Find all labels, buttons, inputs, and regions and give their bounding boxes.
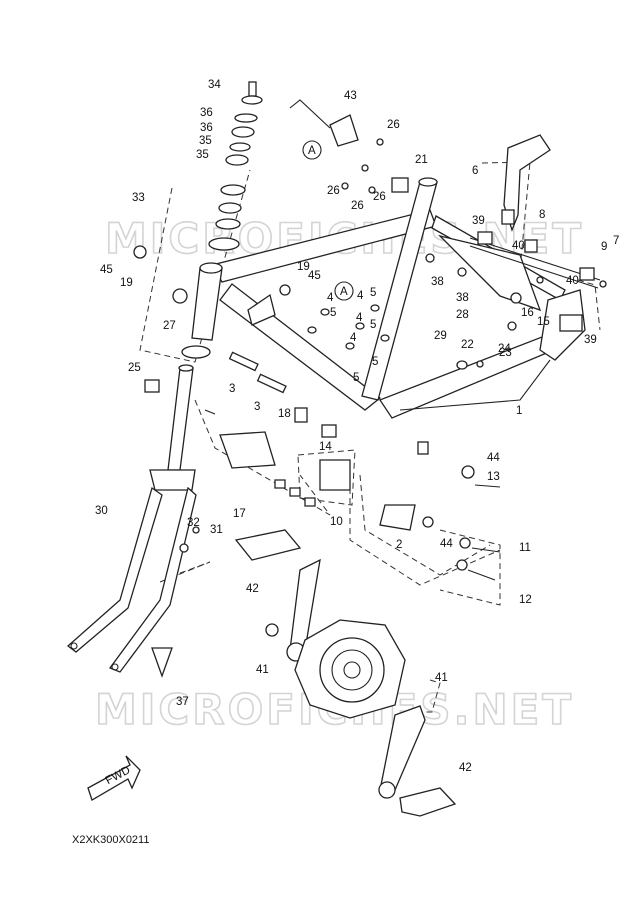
callout-7: 7	[613, 235, 619, 247]
callout-32: 32	[187, 517, 200, 529]
callout-36: 36	[200, 107, 213, 119]
callout-27: 27	[163, 320, 176, 332]
svg-text:A: A	[308, 145, 316, 157]
callout-39: 39	[584, 334, 597, 346]
callout-22: 22	[461, 339, 474, 351]
callout-5: 5	[372, 356, 378, 368]
callout-26: 26	[387, 119, 400, 131]
callout-43: 43	[344, 90, 357, 102]
callout-39: 39	[472, 215, 485, 227]
callout-4: 4	[350, 332, 357, 344]
callout-24: 24	[498, 343, 511, 355]
callout-26: 26	[327, 185, 340, 197]
headset-stack	[181, 81, 263, 359]
front-fork	[66, 364, 197, 673]
callout-4: 4	[357, 290, 364, 302]
fwd-arrow-icon: FWD	[87, 755, 141, 801]
callout-42: 42	[246, 583, 259, 595]
callout-6: 6	[472, 165, 478, 177]
callout-9: 9	[601, 241, 607, 253]
callout-44: 44	[487, 452, 500, 464]
callout-5: 5	[370, 319, 376, 331]
callout-42: 42	[459, 762, 472, 774]
callout-44: 44	[440, 538, 453, 550]
callout-41: 41	[256, 664, 269, 676]
callout-11: 11	[519, 542, 531, 554]
callout-10: 10	[330, 516, 343, 528]
callout-41: 41	[435, 672, 448, 684]
callout-33: 33	[132, 192, 145, 204]
callout-4: 4	[327, 292, 334, 304]
callout-29: 29	[434, 330, 447, 342]
callout-18: 18	[278, 408, 291, 420]
group-outlines	[139, 161, 601, 713]
callout-35: 35	[196, 149, 209, 161]
svg-text:A: A	[340, 286, 348, 298]
callout-19: 19	[120, 277, 133, 289]
callout-31: 31	[210, 524, 223, 536]
callout-36: 36	[200, 122, 213, 134]
callout-30: 30	[95, 505, 108, 517]
small-parts	[133, 99, 607, 678]
callout-19: 19	[297, 261, 310, 273]
callout-3: 3	[254, 401, 260, 413]
callout-3: 3	[229, 383, 235, 395]
callout-5: 5	[370, 287, 376, 299]
callout-26: 26	[373, 191, 386, 203]
callout-17: 17	[233, 508, 246, 520]
callout-4: 4	[356, 312, 363, 324]
callout-5: 5	[353, 372, 359, 384]
callout-26: 26	[351, 200, 364, 212]
callout-15: 15	[537, 316, 550, 328]
callout-12: 12	[519, 594, 532, 606]
callout-45: 45	[308, 270, 321, 282]
callout-40: 40	[512, 240, 525, 252]
callout-2: 2	[396, 539, 402, 551]
callout-28: 28	[456, 309, 469, 321]
callout-13: 13	[487, 471, 500, 483]
callout-1: 1	[516, 405, 522, 417]
callout-21: 21	[415, 154, 428, 166]
callout-38: 38	[456, 292, 469, 304]
bicycle-frame	[191, 177, 601, 419]
callout-25: 25	[128, 362, 141, 374]
callout-34: 34	[208, 79, 221, 91]
callout-40: 40	[566, 275, 579, 287]
callout-38: 38	[431, 276, 444, 288]
callout-5: 5	[330, 307, 336, 319]
drive-unit	[265, 558, 457, 817]
callout-23: 23	[499, 347, 512, 359]
callout-35: 35	[199, 135, 212, 147]
drawing-code: X2XK300X0211	[72, 834, 150, 846]
callout-8: 8	[539, 209, 545, 221]
callout-14: 14	[319, 441, 332, 453]
reference-marker-a: A A	[302, 140, 354, 301]
callout-16: 16	[521, 307, 534, 319]
callout-45: 45	[100, 264, 113, 276]
callout-37: 37	[176, 696, 189, 708]
